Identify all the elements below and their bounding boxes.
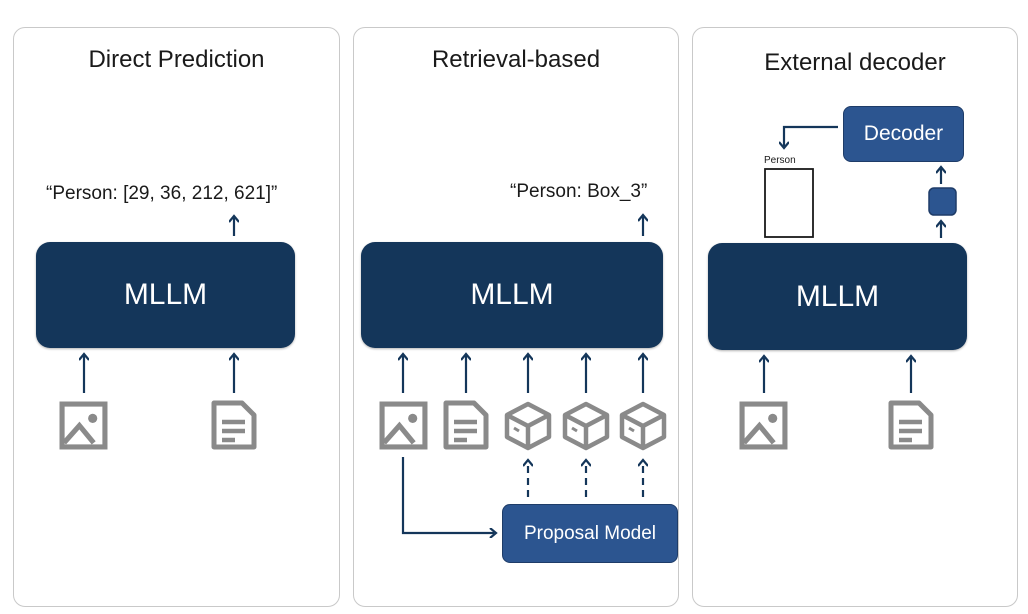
panel-title: External decoder xyxy=(764,49,946,76)
decoder-block: Decoder xyxy=(843,106,964,162)
mllm-block: MLLM xyxy=(36,242,295,348)
box-label: Person xyxy=(764,155,796,166)
panel-title: Direct Prediction xyxy=(88,46,265,73)
panel-title: Retrieval-based xyxy=(431,46,601,73)
mllm-block: MLLM xyxy=(361,242,663,348)
output-text: “Person: Box_3” xyxy=(510,181,648,202)
proposal-model-block: Proposal Model xyxy=(502,504,678,563)
output-text: “Person: [29, 36, 212, 621]” xyxy=(46,183,278,204)
mllm-block: MLLM xyxy=(708,243,967,350)
